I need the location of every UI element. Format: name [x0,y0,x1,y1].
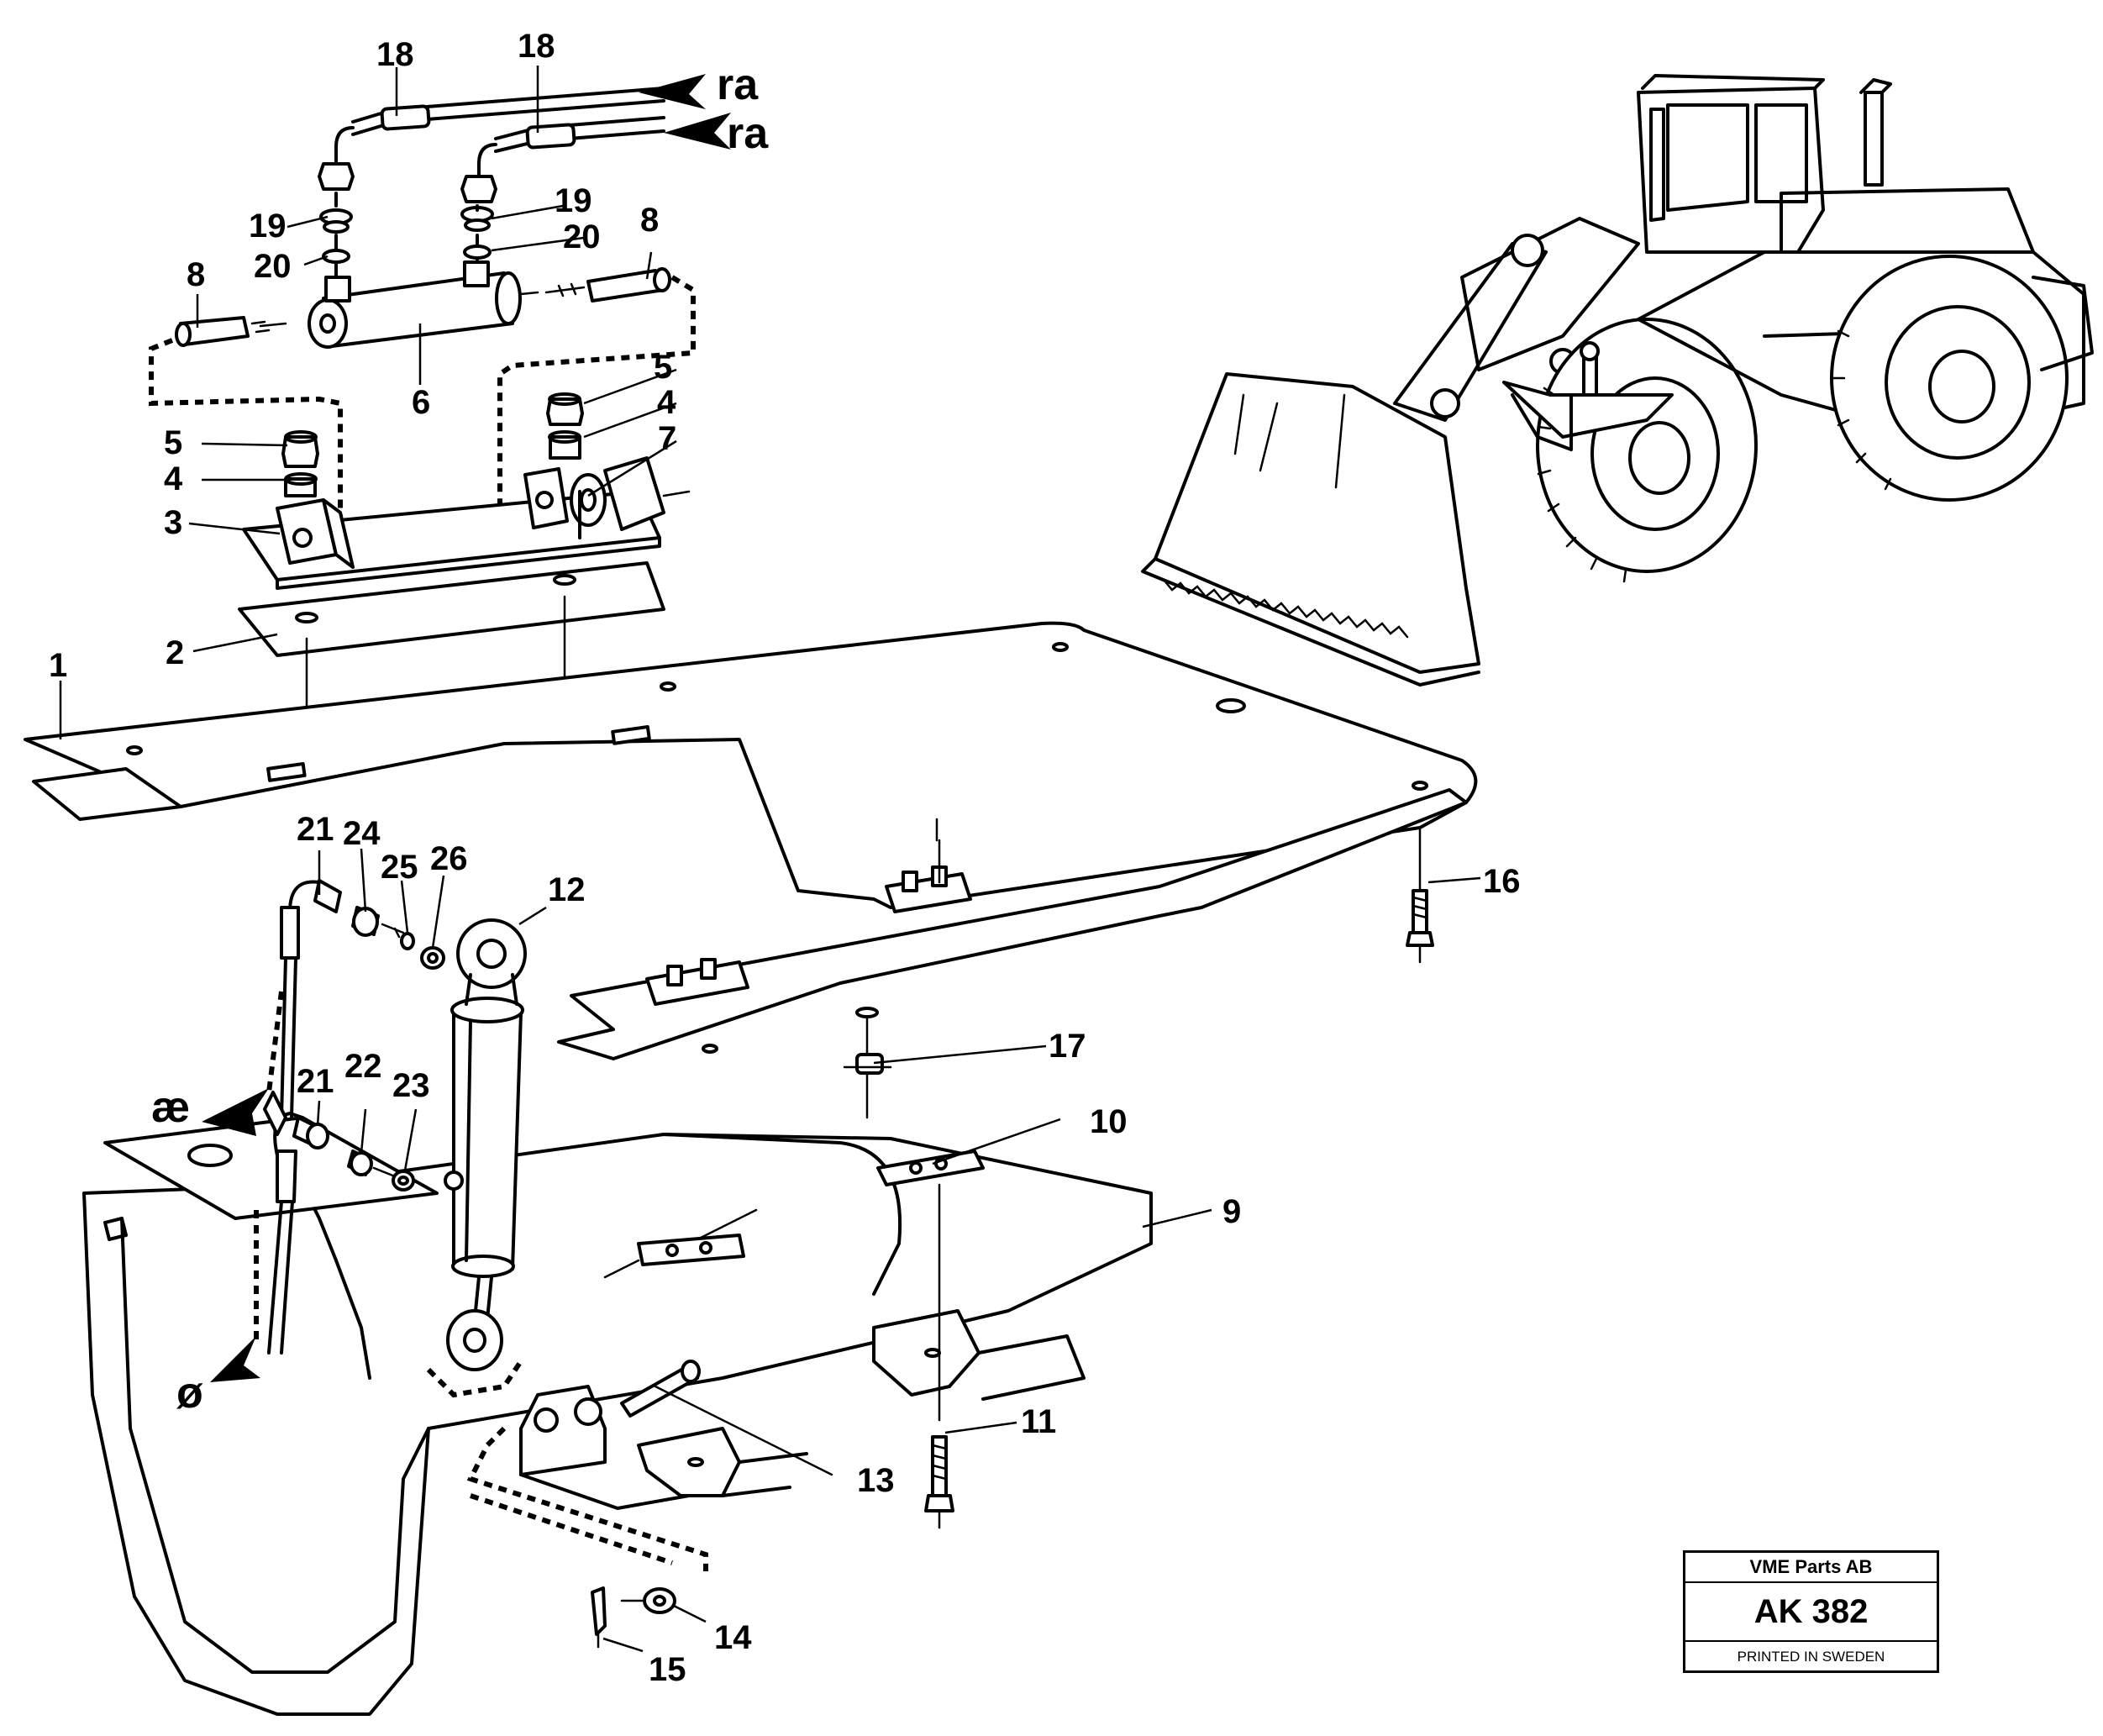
callout-18b: 18 [518,28,555,65]
callout-25: 25 [381,849,418,886]
print-origin: PRINTED IN SWEDEN [1737,1649,1885,1665]
washer-part-14 [620,1587,676,1614]
callout-3: 3 [164,504,182,541]
callout-12: 12 [548,871,586,908]
flow-label-ae: æ [151,1083,190,1132]
leader-lines [59,66,1481,1653]
callout-21a: 21 [297,811,334,848]
callout-7: 7 [658,420,676,457]
drawing-code: AK 382 [1685,1583,1937,1642]
platform-plate-part-1 [24,621,1478,909]
floor-plate-lower [557,788,1468,1119]
flow-label-oe: ø [176,1369,203,1418]
callout-23: 23 [392,1067,430,1104]
callout-15: 15 [649,1651,686,1688]
flow-label-ra-top: ra [717,60,759,109]
callout-16: 16 [1483,863,1521,900]
callout-5a: 5 [164,424,182,461]
callout-5b: 5 [654,349,672,386]
callout-13: 13 [857,1462,895,1499]
flow-marker-ra-bottom: ra [664,109,769,158]
callout-4a: 4 [164,460,183,497]
callout-19b: 19 [555,182,592,219]
flow-marker-ae: æ [151,1083,269,1136]
callout-labels: 18 18 19 19 20 20 8 8 6 5 5 4 4 7 3 2 1 … [49,28,1521,1688]
hose-routing-dashed-lines [149,275,696,521]
callout-22: 22 [344,1048,382,1085]
callout-4b: 4 [657,384,676,421]
cotter-pin-part-15 [591,1586,607,1649]
callout-21b: 21 [297,1063,334,1100]
callout-8a: 8 [187,256,205,293]
dashed-routing-bottom [426,1360,708,1571]
callout-8b: 8 [640,202,659,239]
flow-marker-oe: ø [176,1336,260,1418]
cylinder-part-12 [444,918,527,1371]
housing-channel [82,1116,1153,1716]
callout-26: 26 [430,840,468,877]
bolt-part-16 [1406,826,1434,964]
hydraulic-cylinder-part-6 [175,260,671,349]
callout-14: 14 [714,1619,752,1656]
callout-2: 2 [166,634,184,671]
callout-11: 11 [1021,1403,1056,1440]
wheel-loader-illustration [1141,74,2094,687]
callout-24: 24 [343,815,381,852]
title-block: VME Parts AB AK 382 PRINTED IN SWEDEN [1683,1550,1939,1673]
company-name: VME Parts AB [1685,1553,1937,1583]
callout-20a: 20 [254,248,292,285]
callout-17: 17 [1049,1028,1086,1065]
callout-9: 9 [1222,1193,1241,1230]
flow-marker-ra-top: ra [639,60,759,109]
hydraulic-hoses-top [318,87,665,283]
callout-20b: 20 [563,218,601,255]
callout-19a: 19 [249,208,287,245]
callout-18a: 18 [376,36,414,73]
callout-1: 1 [49,647,67,684]
callout-10: 10 [1090,1103,1128,1140]
bolt-part-11 [924,1183,954,1529]
callout-6: 6 [412,384,430,421]
flow-label-ra-bottom: ra [727,109,769,158]
